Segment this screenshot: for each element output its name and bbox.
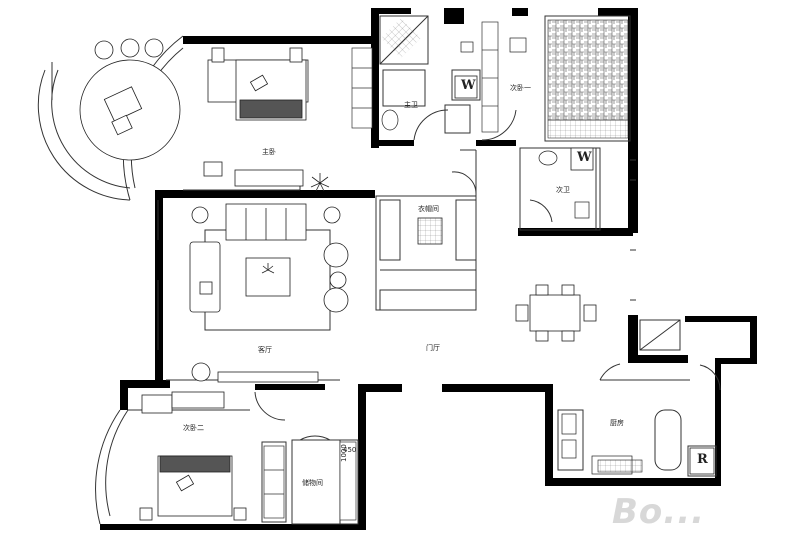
room-label-cloakroom: 衣帽间 (418, 205, 439, 213)
lower-bedroom-furniture (139, 391, 247, 521)
bath-mosaic (381, 18, 421, 58)
washer-box-1 (454, 75, 478, 99)
washer-box-2 (570, 147, 594, 171)
wardrobes (263, 21, 499, 521)
dimension-depth: 1000 (340, 444, 348, 462)
bedroom-one-floor-2 (547, 119, 629, 139)
plant-icon (261, 173, 330, 274)
walls (100, 8, 757, 530)
dining-set (515, 284, 597, 342)
room-label-second-bedroom-1: 次卧一 (510, 84, 531, 92)
bedroom-one-floor (547, 19, 629, 121)
stove (597, 459, 643, 473)
washer-label-1: W (461, 78, 476, 93)
living-room-furniture (189, 203, 349, 383)
room-label-second-bath: 次卫 (556, 186, 570, 194)
dimension-width: 450 (343, 446, 357, 454)
room-label-hallway: 门厅 (426, 344, 440, 352)
room-label-living-room: 客厅 (258, 346, 272, 354)
room-label-kitchen: 厨房 (610, 419, 624, 427)
washer-label-2: W (577, 150, 592, 165)
room-label-master-bedroom: 主卧 (262, 148, 276, 156)
room-label-storage-room: 储物间 (302, 479, 323, 487)
master-bedroom-furniture (79, 38, 309, 187)
watermark: Bo... (612, 492, 706, 532)
fridge-label: R (697, 452, 708, 467)
room-label-master-bath: 主卫 (404, 101, 418, 109)
room-label-second-bedroom-2: 次卧二 (183, 424, 204, 432)
cloakroom-island (417, 217, 443, 245)
fridge-box (689, 447, 715, 475)
thin-lines (37, 15, 721, 525)
